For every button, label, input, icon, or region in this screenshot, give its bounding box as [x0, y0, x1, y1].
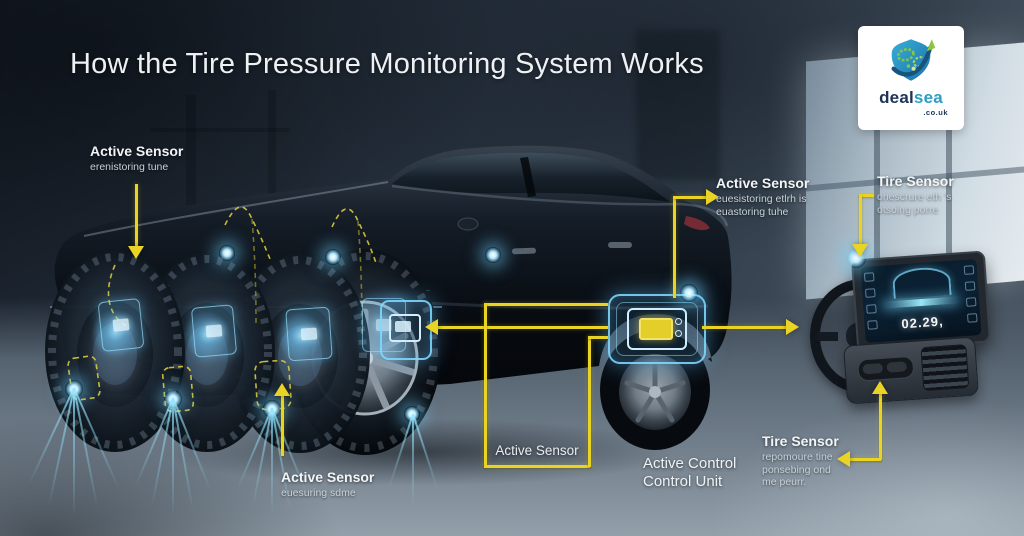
sensor-glow	[325, 249, 341, 265]
label-control-unit: Active Control Control Unit	[643, 455, 736, 491]
label-tire-sensor-top: Tire Sensor onescrure eth 's otsoing por…	[877, 173, 954, 216]
sensor-glow	[680, 284, 698, 302]
screen-icon	[863, 272, 875, 282]
yellow-module	[639, 318, 673, 340]
air-vent	[920, 344, 970, 392]
page-title: How the Tire Pressure Monitoring System …	[70, 48, 704, 80]
arrow-right-icon	[786, 319, 799, 335]
label-subtext: me peurr.	[762, 476, 807, 489]
glow-ray	[271, 408, 273, 516]
label-subtext: euesistoring etlrh is	[716, 193, 807, 206]
indicator-dot	[675, 318, 682, 325]
connector-line	[702, 326, 786, 329]
arrow-up-icon	[872, 381, 888, 394]
label-subtext: onescrure eth 's	[877, 191, 952, 204]
module-core	[300, 327, 318, 341]
wheel-sensor-module-icon	[190, 304, 238, 358]
dealsea-logo: dealsea .co.uk	[858, 26, 964, 130]
label-subtext: repomoure tine	[762, 451, 833, 464]
steering-spoke	[818, 332, 838, 341]
gauge-arc-icon	[891, 265, 952, 299]
display-screen: 02.29,	[860, 259, 982, 343]
rear-wheel	[600, 330, 710, 450]
arrow-left-icon	[425, 319, 438, 335]
connector-line	[673, 196, 706, 199]
logo-domain: .co.uk	[923, 108, 948, 117]
console-button	[862, 362, 884, 375]
glow-ray	[412, 414, 414, 506]
sensor-glow	[485, 247, 501, 263]
monitor-screen	[395, 321, 411, 332]
connector-line	[438, 326, 608, 329]
dashboard-display: 02.29,	[850, 250, 992, 352]
screen-icon	[865, 288, 876, 298]
connector-line	[484, 303, 487, 467]
arrow-up-icon	[274, 383, 290, 396]
label-front-sensor: Active Sensor erenistoring tune	[90, 143, 184, 174]
background-pillar	[636, 30, 720, 180]
module-core	[205, 324, 223, 338]
arrow-down-icon	[128, 246, 144, 259]
arrow-left-icon	[837, 451, 850, 467]
connector-line	[850, 458, 881, 461]
indicator-dot	[675, 330, 682, 337]
label-mid-sensor: Active Sensor euesistoring etlrh is euas…	[716, 175, 810, 218]
label-heading: Tire Sensor	[877, 173, 954, 189]
wheel-sensor-module-icon	[97, 297, 145, 353]
console-button	[886, 361, 908, 373]
label-subtext: erenistoring tune	[90, 161, 169, 174]
connector-line	[588, 336, 608, 339]
connector-line	[484, 303, 608, 306]
connector-line	[281, 396, 284, 456]
label-subtext: ponsebing ond	[762, 463, 831, 476]
screen-icon	[964, 281, 976, 291]
connector-line	[859, 194, 874, 197]
screen-icon	[965, 297, 977, 307]
monitor-icon	[627, 308, 687, 350]
screen-icon	[866, 304, 877, 314]
connector-line	[879, 394, 882, 460]
logo-wordmark: dealsea	[879, 88, 943, 108]
control-unit-icon	[608, 294, 706, 364]
screen-icon	[963, 265, 975, 275]
sensor-glow	[219, 245, 235, 261]
monitor-icon	[389, 314, 421, 342]
connector-line	[859, 194, 862, 244]
logo-word-deal: deal	[879, 88, 914, 107]
label-subtext: euastoring tuhe	[716, 205, 789, 218]
module-core	[112, 318, 130, 332]
label-rear-sensor: Active Sensor euesuring sdme	[281, 469, 375, 500]
arrow-down-icon	[852, 244, 868, 257]
label-heading: Active Sensor	[716, 175, 810, 191]
background-shelf	[268, 90, 276, 250]
glow-ray	[73, 388, 75, 516]
connector-line	[588, 336, 591, 467]
label-line: Control Unit	[643, 473, 723, 490]
label-tire-sensor-bottom: Tire Sensor repomoure tine ponsebing ond…	[762, 433, 839, 489]
connector-line	[484, 465, 590, 468]
label-heading: Active Sensor	[281, 469, 375, 485]
label-heading: Tire Sensor	[762, 433, 839, 449]
dealsea-shield-icon	[891, 39, 936, 81]
wheel-sensor-module-icon	[285, 306, 333, 362]
label-subtext: euesuring sdme	[281, 487, 356, 500]
logo-word-sea: sea	[913, 88, 943, 107]
background-shelf	[186, 95, 196, 245]
background-shelf	[150, 128, 290, 132]
label-line: Active Control	[643, 455, 737, 472]
connector-line	[135, 184, 138, 246]
glow-ray	[172, 398, 174, 516]
console-buttons	[857, 355, 915, 382]
label-boxed-sensor: Active Sensor	[495, 443, 579, 458]
label-heading: Active Sensor	[90, 143, 184, 159]
control-unit-inner-frame	[616, 302, 698, 356]
arrow-right-icon	[706, 189, 719, 205]
label-subtext: otsoing porre	[877, 203, 939, 216]
pressure-reading: 02.29,	[900, 313, 945, 332]
dashboard-console	[843, 336, 979, 405]
connector-line	[673, 196, 676, 298]
